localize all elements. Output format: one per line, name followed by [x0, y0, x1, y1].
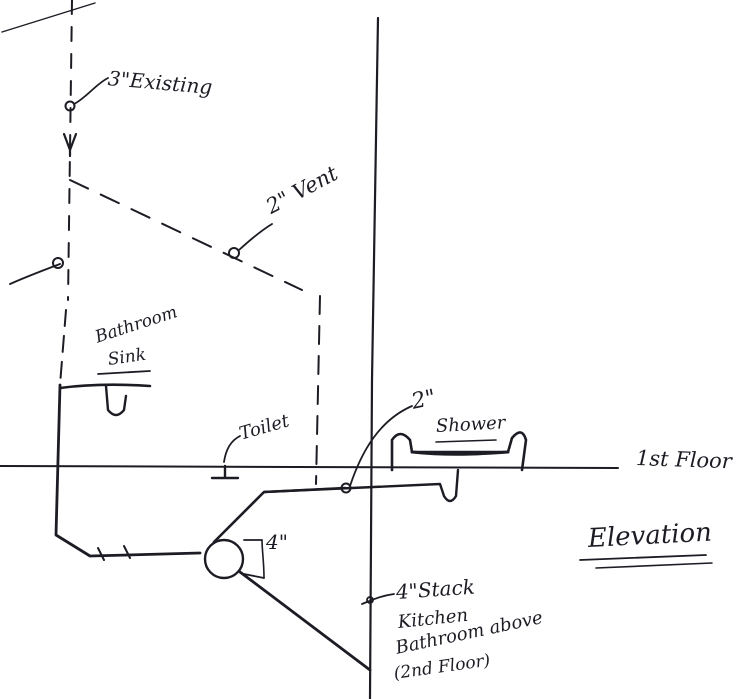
elevation-underline-1	[579, 554, 707, 561]
stack-leader-marker	[366, 596, 374, 604]
stack-fitting	[203, 538, 245, 580]
left-branch-marker	[52, 257, 64, 269]
four-inch-bracket	[243, 539, 265, 579]
label-first-floor: 1st Floor	[635, 446, 733, 474]
toilet-symbol	[210, 464, 240, 480]
label-pipe-2: 2"	[409, 385, 439, 415]
left-branch-line	[9, 263, 61, 285]
existing-leader	[73, 77, 109, 105]
existing-stack-lower	[59, 309, 67, 386]
sink-trap	[104, 384, 128, 417]
sink-underline	[97, 370, 151, 375]
toilet-leader	[223, 435, 241, 463]
shower-base	[410, 450, 510, 456]
shower-branch	[262, 468, 460, 503]
label-pipe-4: 4"	[266, 530, 288, 554]
vent-drop-dashed	[315, 295, 321, 485]
stack-leader	[361, 593, 395, 605]
four-inch-leader	[261, 539, 265, 579]
existing-stack-dashed	[67, 0, 73, 301]
elevation-underline-2	[595, 562, 713, 569]
existing-stack-marker	[64, 100, 76, 112]
shower-outline	[390, 431, 528, 472]
sketch-ticks	[97, 545, 131, 561]
paper-edge-line	[1, 2, 96, 33]
vent-leader	[238, 223, 273, 251]
label-stack: 4"Stack	[395, 574, 476, 604]
reducer-symbol	[62, 132, 78, 158]
main-drain-vertical	[54, 383, 202, 558]
main-diagonal-drain	[238, 570, 372, 672]
shower-branch-leader	[349, 405, 413, 487]
label-elevation: Elevation	[587, 517, 713, 554]
first-floor-line	[0, 465, 619, 469]
vent-diagonal-dashed	[69, 179, 303, 291]
label-shower: Shower	[435, 412, 506, 437]
wall-line	[368, 16, 380, 699]
sink-drain-line	[58, 383, 152, 390]
shower-underline	[435, 439, 497, 443]
shower-branch-marker	[340, 482, 352, 494]
vent-marker	[228, 247, 240, 259]
